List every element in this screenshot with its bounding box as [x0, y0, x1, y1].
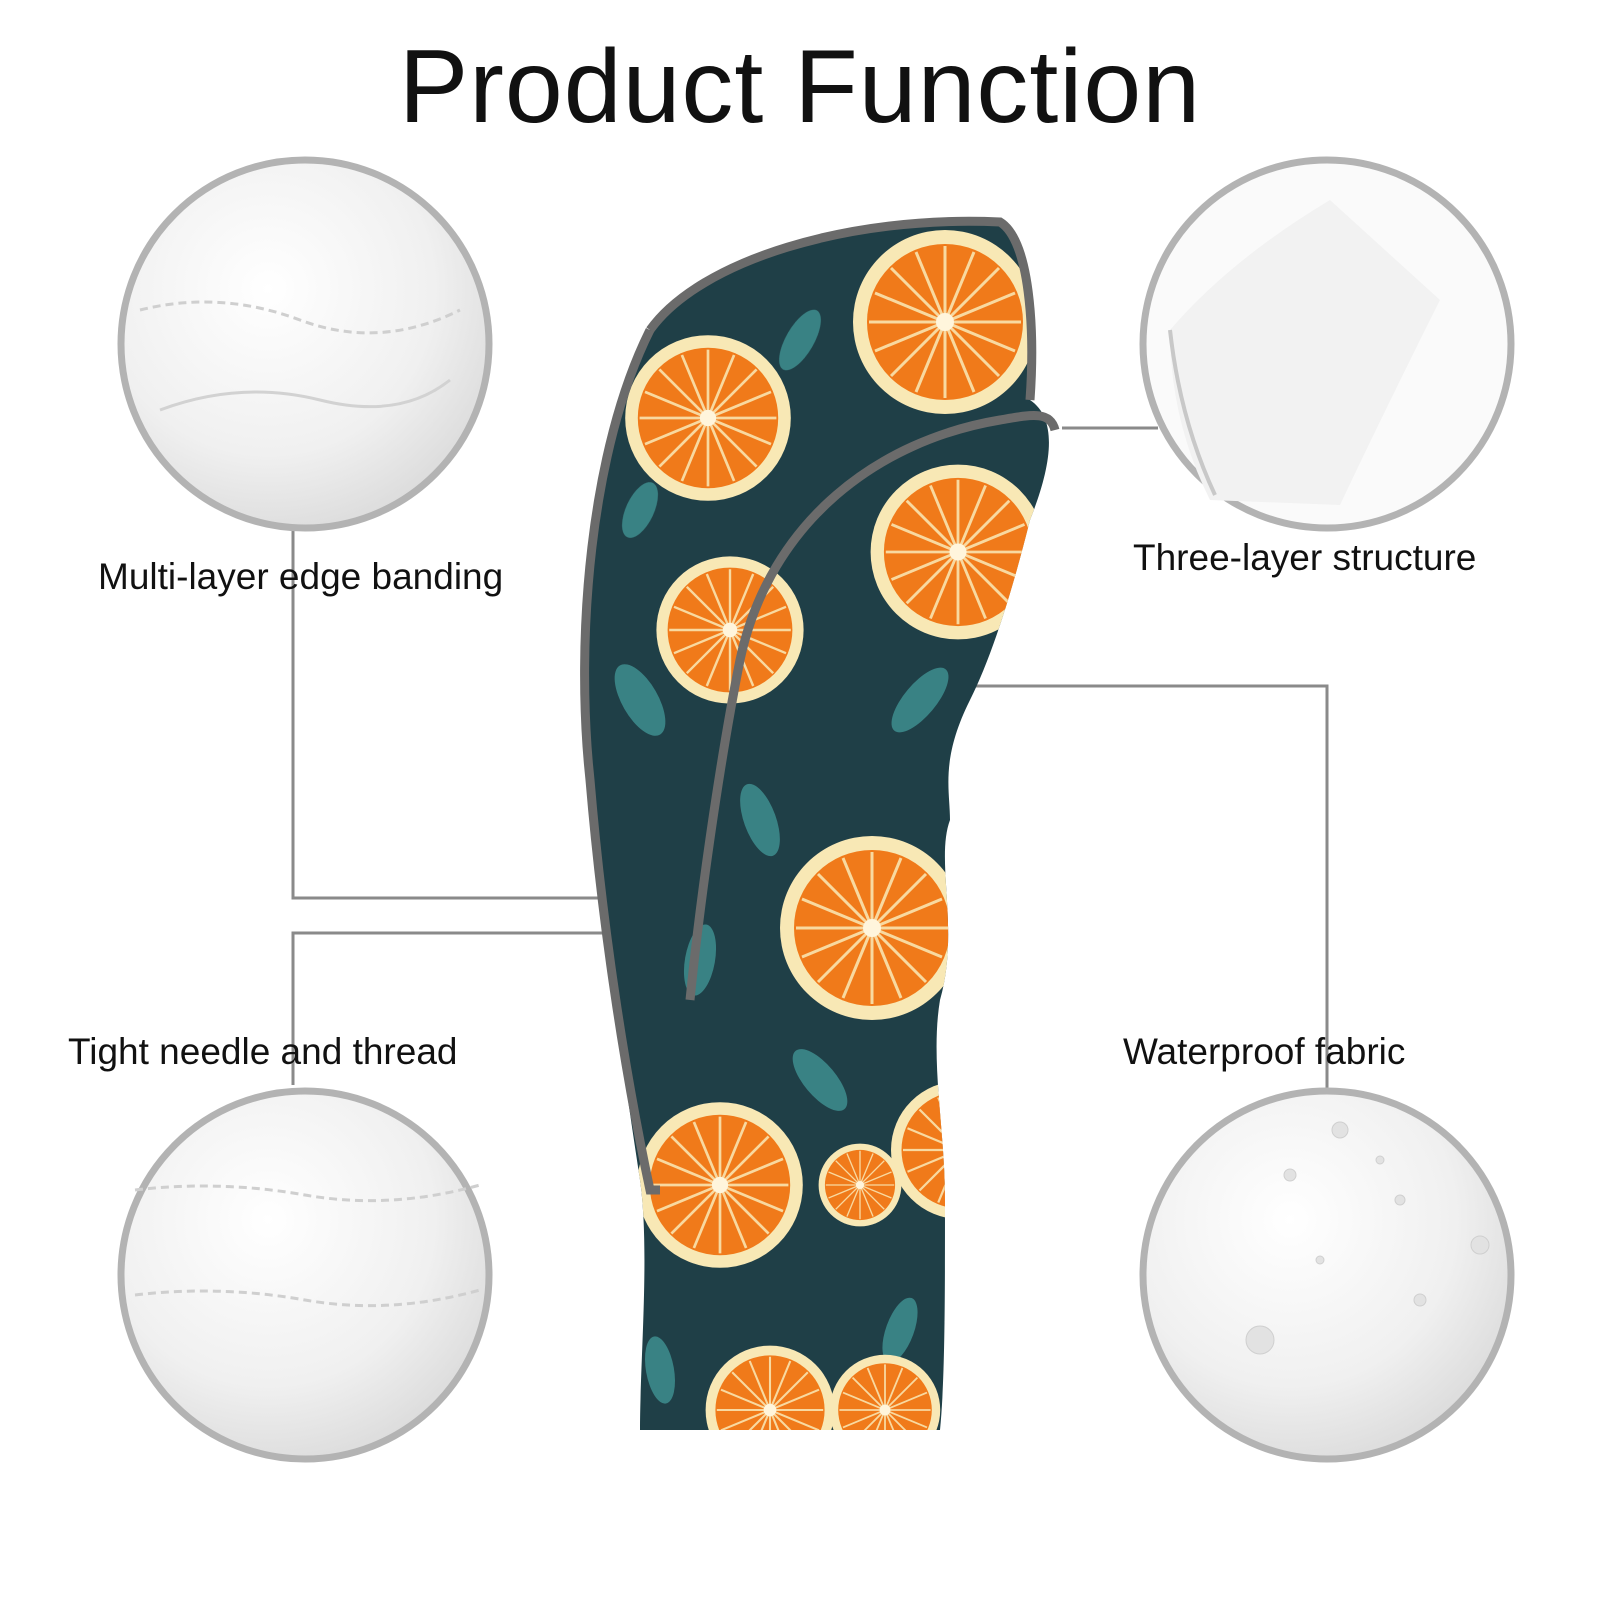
feature-label-needle-thread: Tight needle and thread [68, 1031, 458, 1072]
stitched-edge-closeup-icon [117, 156, 493, 532]
golf-headcover-image [580, 216, 1060, 1431]
feature-label-edge-banding: Multi-layer edge banding [98, 556, 504, 597]
page-title: Product Function [398, 29, 1202, 145]
feature-label-three-layer: Three-layer structure [1133, 537, 1477, 578]
callout-lines [291, 426, 1329, 1088]
seam-closeup-icon [117, 1087, 493, 1463]
feature-label-waterproof: Waterproof fabric [1123, 1031, 1406, 1072]
water-droplets-closeup-icon [1139, 1087, 1515, 1463]
layered-edge-closeup-icon [1139, 156, 1515, 532]
